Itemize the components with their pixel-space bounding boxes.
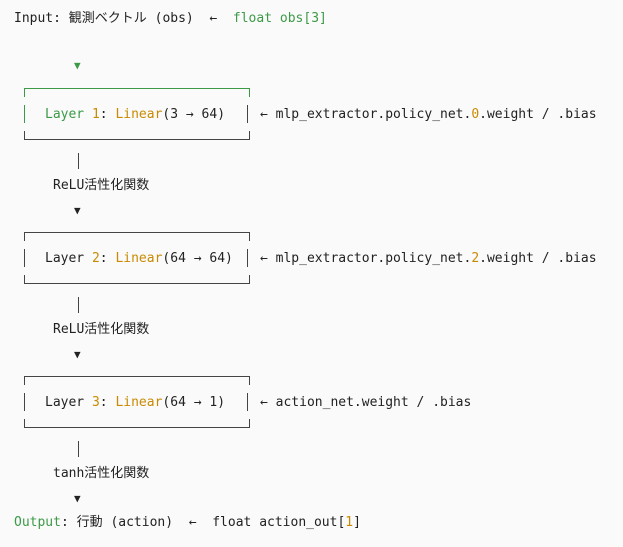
layer-3-fn: Linear: [115, 395, 163, 410]
arrow-down-icon: ▼: [74, 492, 81, 505]
output-label: Output: [14, 515, 61, 530]
connector-1: [78, 153, 79, 169]
layer-2-box-left: [24, 249, 25, 267]
activation-3: tanh活性化関数: [53, 466, 150, 481]
input-type: float: [232, 11, 273, 26]
input-var: obs: [279, 11, 304, 26]
activation-1: ReLU活性化関数: [53, 178, 150, 193]
arrow-down-icon: ▼: [74, 204, 81, 217]
layer-3-label: Layer: [45, 395, 85, 410]
layer-2-source: ← mlp_extractor.policy_net.2.weight / .b…: [260, 251, 597, 266]
layer-3-box-top: [24, 376, 250, 385]
layer-1-args: 3 → 64: [170, 107, 218, 122]
arrow-down-icon: ▼: [74, 59, 81, 72]
input-text: 観測ベクトル (obs): [68, 11, 194, 26]
layer-2-label: Layer: [45, 251, 85, 266]
layer-1-fn: Linear: [115, 107, 163, 122]
input-label: Input: [14, 11, 54, 26]
layer-3-box-right: [247, 393, 248, 411]
layer-1-box-top: [24, 88, 250, 97]
layer-2-num: 2: [91, 251, 100, 266]
layer-1-source: ← mlp_extractor.policy_net.0.weight / .b…: [260, 107, 597, 122]
layer-1-label: Layer: [45, 107, 85, 122]
output-size: 1: [345, 515, 354, 530]
connector-2: [78, 297, 79, 313]
layer-2-args: 64 → 64: [170, 251, 226, 266]
layer-1-box-bottom: [24, 131, 250, 140]
layer-2-text: Layer 2: Linear(64 → 64): [45, 251, 233, 266]
layer-3-box-left: [24, 393, 25, 411]
output-text: 行動 (action): [76, 515, 174, 530]
layer-2-box-top: [24, 232, 250, 241]
layer-1-box-right: [247, 105, 248, 123]
arrow-down-icon: ▼: [74, 348, 81, 361]
layer-3-num: 3: [91, 395, 100, 410]
layer-2-box-bottom: [24, 275, 250, 284]
layer-3-args: 64 → 1: [170, 395, 218, 410]
layer-1-num: 1: [91, 107, 100, 122]
connector-3: [78, 441, 79, 457]
layer-2-fn: Linear: [115, 251, 163, 266]
layer-1-box-left: [24, 105, 25, 123]
output-type: float: [212, 515, 252, 530]
input-size: 3: [311, 11, 320, 26]
input-line: Input: 観測ベクトル (obs) ← float obs[3]: [14, 11, 327, 26]
output-line: Output: 行動 (action) ← float action_out[1…: [14, 515, 361, 530]
input-arrow: ←: [209, 11, 218, 26]
layer-1-text: Layer 1: Linear(3 → 64): [45, 107, 226, 122]
layer-3-text: Layer 3: Linear(64 → 1): [45, 395, 226, 410]
layer-3-box-bottom: [24, 419, 250, 428]
layer-3-source: ← action_net.weight / .bias: [260, 395, 472, 410]
layer-2-box-right: [247, 249, 248, 267]
output-arrow: ←: [188, 515, 197, 530]
output-var: action_out: [259, 515, 338, 530]
activation-2: ReLU活性化関数: [53, 322, 150, 337]
